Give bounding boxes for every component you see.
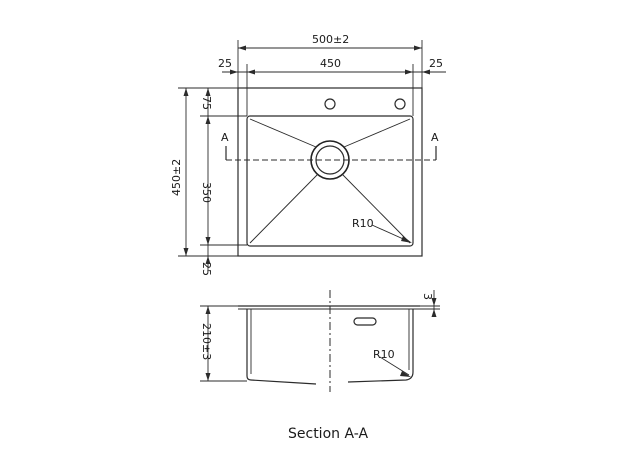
vertical-dimensions: 450±2 350 75 25 — [170, 87, 247, 276]
slope-line-top-left — [249, 118, 317, 148]
inner-depth-label: 350 — [200, 182, 213, 203]
section-caption: Section A-A — [288, 426, 368, 442]
corner-radius-arrowhead — [401, 236, 412, 243]
top-margin-label: 75 — [200, 96, 213, 110]
arrowhead — [205, 237, 211, 245]
arrowhead — [247, 69, 255, 75]
arrowhead — [230, 69, 238, 75]
outer-rim-outline — [237, 87, 423, 257]
arrowhead — [205, 116, 211, 124]
section-corner-radius-label: R10 — [373, 348, 395, 361]
rim-thickness-label: 3 — [421, 293, 434, 300]
section-radius-leader — [379, 356, 410, 376]
top-view: A A R10 — [221, 87, 439, 257]
slope-line-bottom-left — [249, 173, 319, 244]
arrowhead — [414, 45, 422, 51]
bowl-right-wall — [347, 309, 414, 383]
section-marker-right: A — [431, 131, 439, 144]
arrowhead — [205, 88, 211, 96]
arrowhead — [431, 309, 437, 317]
arrowhead — [238, 45, 246, 51]
section-view: R10 3 210±3 Section A-A — [200, 290, 440, 442]
arrowhead — [205, 306, 211, 314]
tap-hole-right — [394, 98, 406, 110]
arrowhead — [183, 88, 189, 96]
section-height-label: 210±3 — [200, 323, 213, 360]
tap-hole-left — [324, 98, 336, 110]
arrowhead — [431, 298, 437, 306]
top-corner-radius-label: R10 — [352, 217, 374, 230]
overflow-slot — [353, 317, 377, 326]
horizontal-dimensions: 500±2 450 25 25 — [218, 33, 446, 116]
section-radius-arrowhead — [400, 371, 411, 377]
arrowhead — [422, 69, 430, 75]
left-margin-label: 25 — [218, 57, 232, 70]
bottom-margin-label: 25 — [200, 262, 213, 276]
overall-width-label: 500±2 — [312, 33, 349, 46]
right-margin-label: 25 — [429, 57, 443, 70]
arrowhead — [205, 373, 211, 381]
slope-line-top-right — [343, 118, 411, 148]
overall-depth-label: 450±2 — [170, 159, 183, 196]
bowl-outline — [246, 115, 414, 247]
arrowhead — [405, 69, 413, 75]
arrowhead — [183, 248, 189, 256]
section-marker-left: A — [221, 131, 229, 144]
bowl-left-wall — [246, 309, 317, 385]
slope-line-bottom-right — [341, 173, 411, 244]
inner-width-label: 450 — [320, 57, 341, 70]
arrowhead — [205, 256, 211, 264]
